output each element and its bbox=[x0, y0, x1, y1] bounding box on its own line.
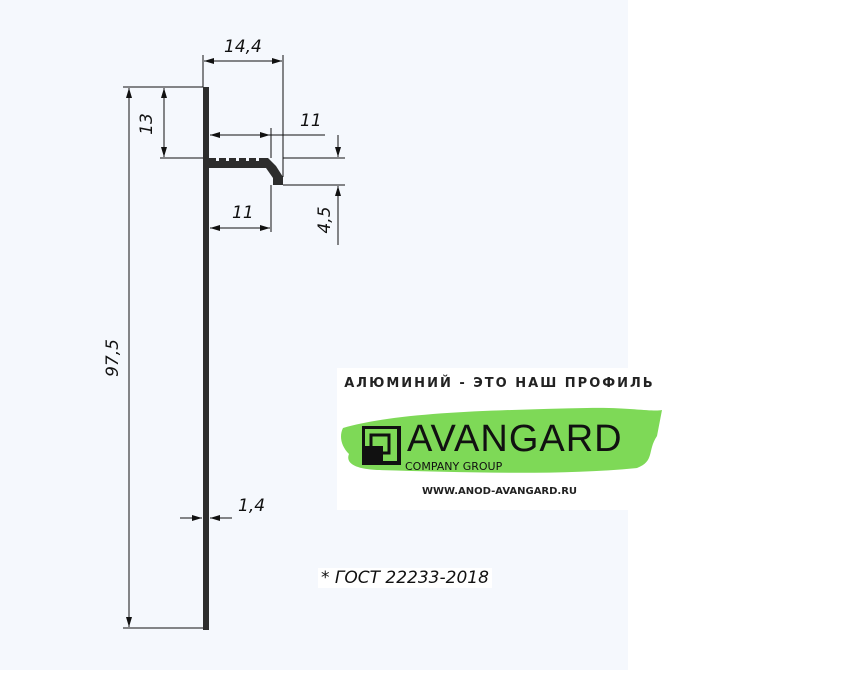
dim-lower-offset: 11 bbox=[232, 203, 254, 223]
company-logo: АЛЮМИНИЙ - ЭТО НАШ ПРОФИЛЬ AVANGARD COMP… bbox=[337, 368, 662, 510]
dim-lip-height: 4,5 bbox=[315, 206, 335, 233]
logo-url: WWW.ANOD-AVANGARD.RU bbox=[421, 486, 578, 497]
dim-upper-offset: 11 bbox=[300, 111, 322, 131]
profile-shape bbox=[203, 87, 283, 630]
dim-overall-width: 14,4 bbox=[224, 37, 262, 57]
dim-total-height: 97,5 bbox=[103, 339, 123, 377]
dim-top-height: 13 bbox=[137, 113, 157, 135]
dimension-lines bbox=[123, 55, 345, 629]
logo-mark-icon bbox=[362, 426, 401, 465]
logo-tagline: АЛЮМИНИЙ - ЭТО НАШ ПРОФИЛЬ bbox=[344, 376, 655, 391]
standard-note: * ГОСТ 22233-2018 bbox=[318, 568, 492, 588]
green-brush-stroke bbox=[341, 407, 662, 473]
drawing-sheet bbox=[0, 0, 628, 670]
logo-brand: AVANGARD bbox=[407, 418, 623, 460]
logo-subtitle: COMPANY GROUP bbox=[405, 460, 503, 473]
dim-thickness: 1,4 bbox=[238, 496, 265, 516]
